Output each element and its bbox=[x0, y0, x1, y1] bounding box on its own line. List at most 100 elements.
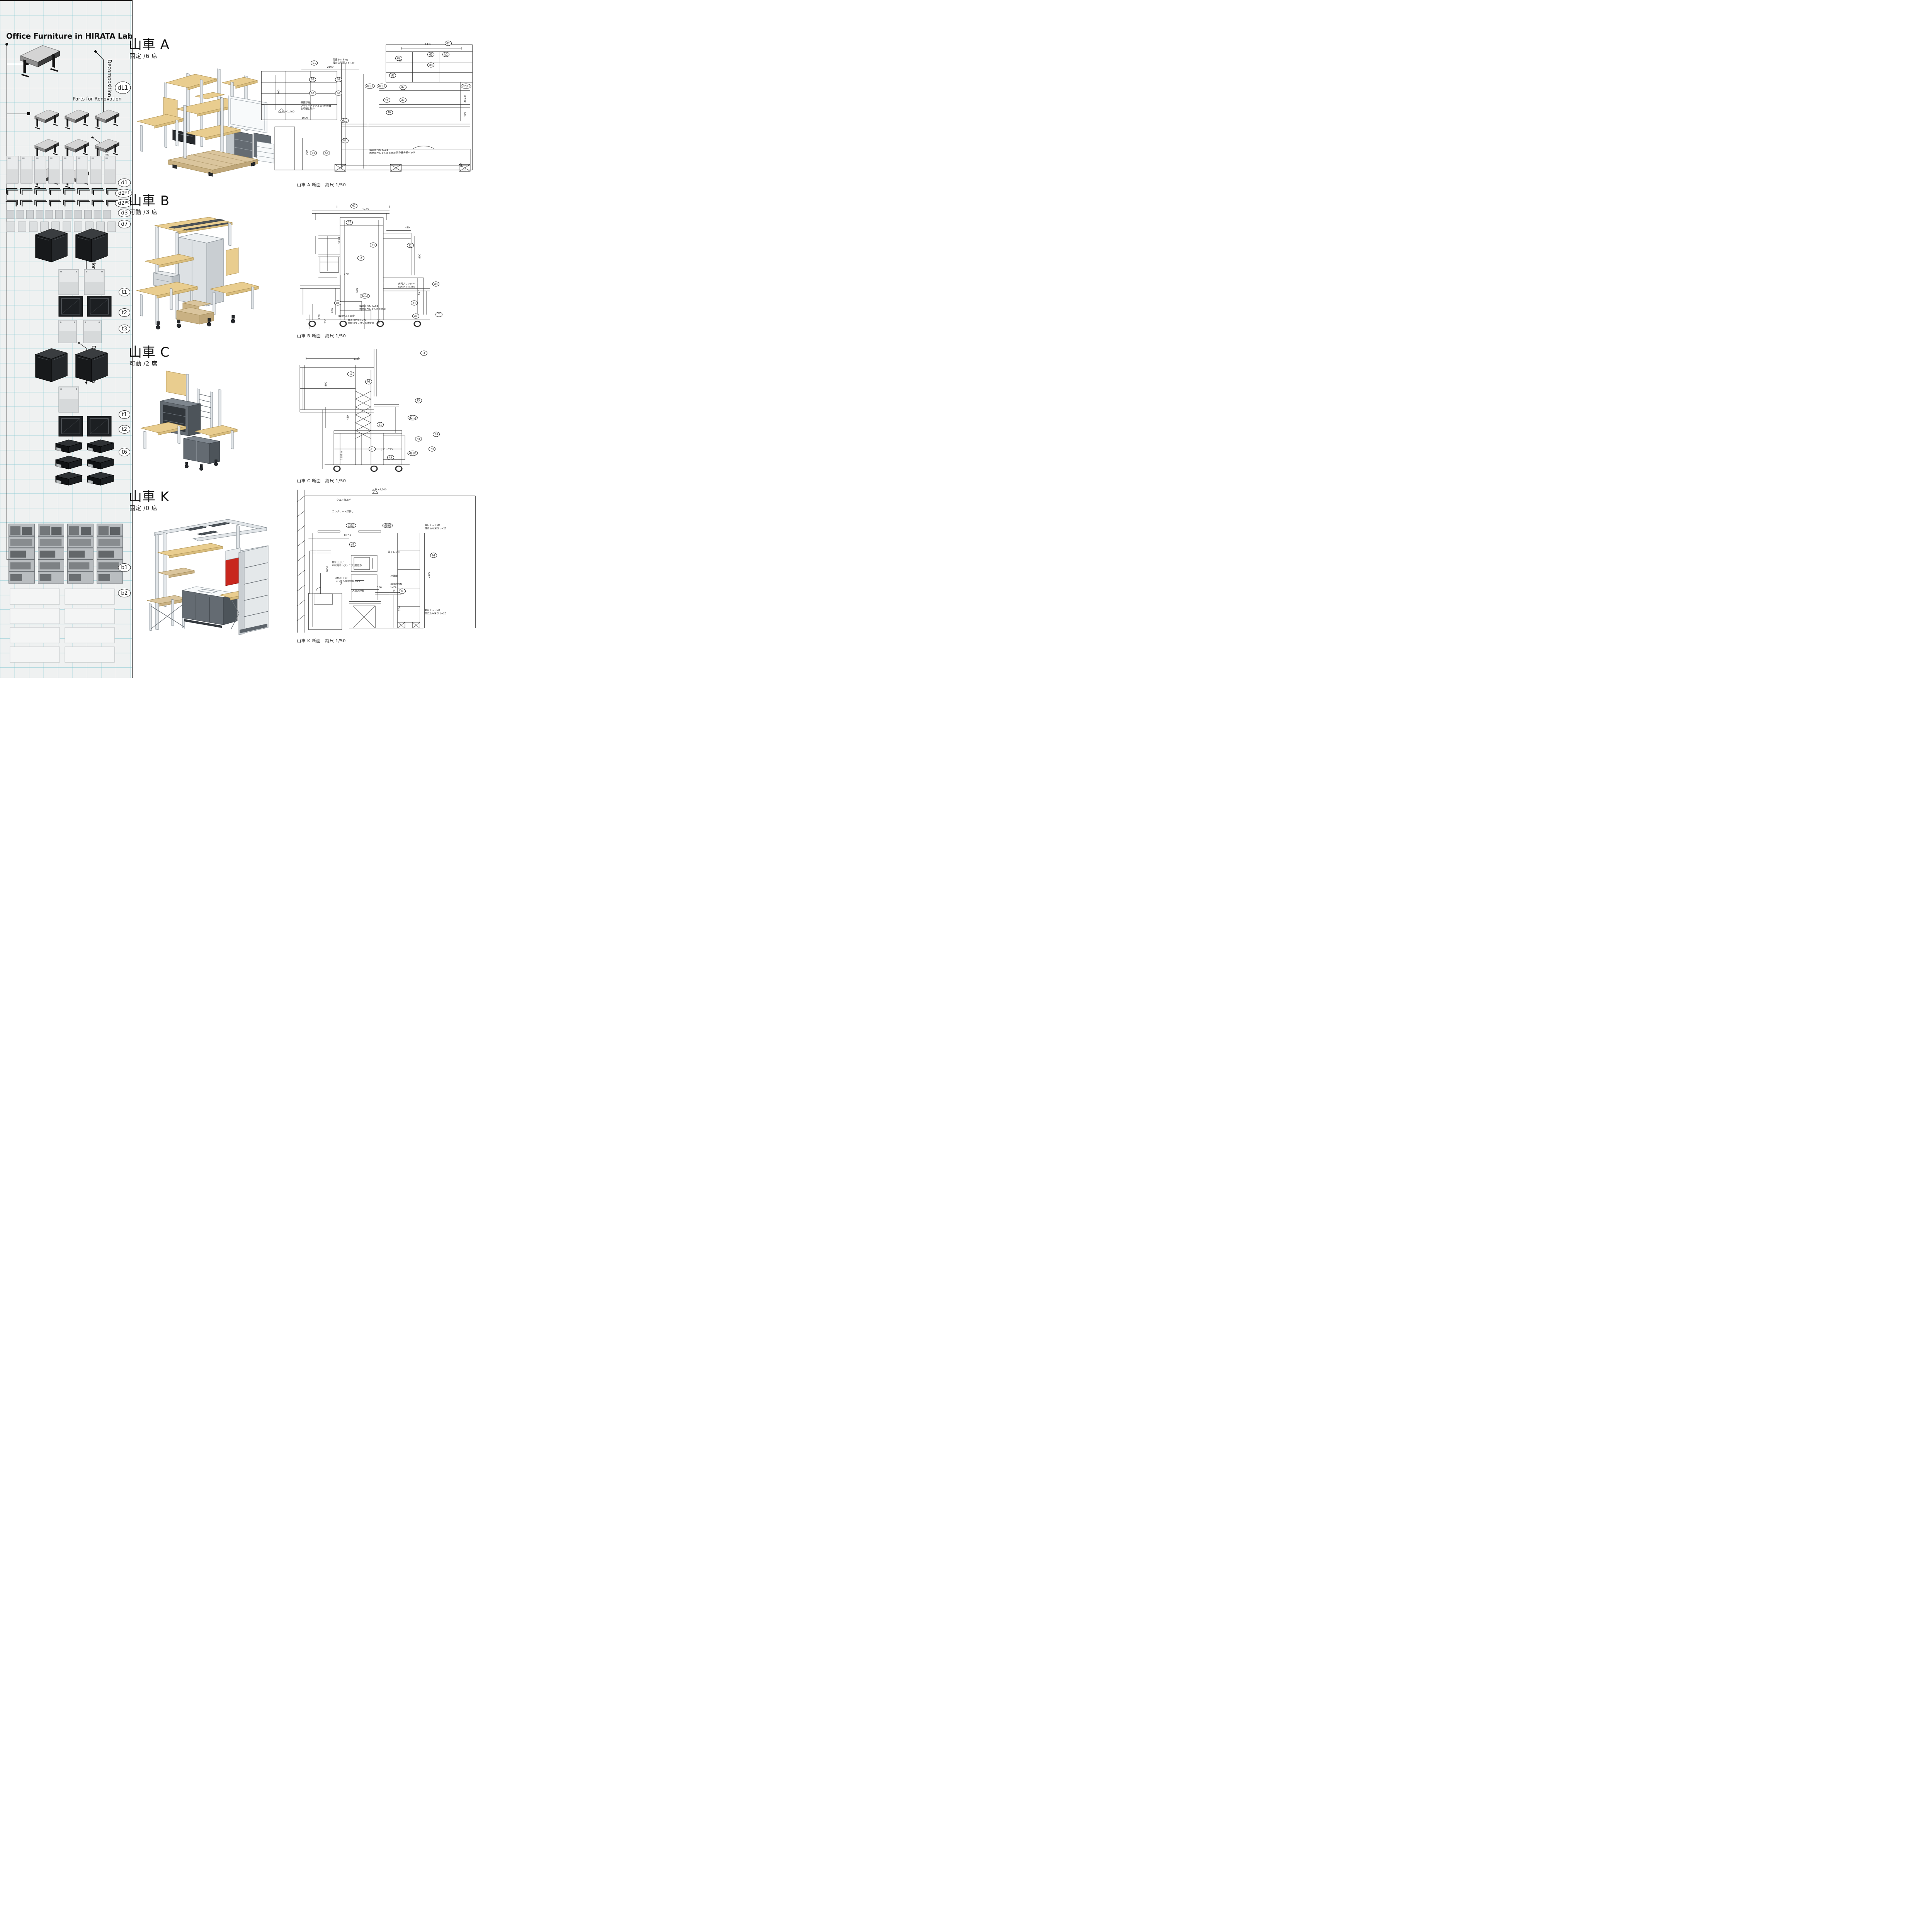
part-label: d7 bbox=[118, 220, 131, 228]
callout-label: t2 bbox=[347, 371, 355, 377]
callout-label: d7 bbox=[399, 97, 407, 103]
callout-label: b2 bbox=[309, 90, 316, 96]
callout-label: t1 bbox=[398, 588, 406, 594]
section-b-cad-lines bbox=[294, 199, 448, 330]
section-k-cad-lines bbox=[294, 487, 479, 636]
part-label: dL1 bbox=[115, 82, 131, 94]
dimension-label: 1000 bbox=[301, 116, 308, 119]
annotation-text: 折り畳み式ベッド bbox=[396, 151, 416, 154]
callout-label: d2(R) bbox=[461, 83, 471, 89]
dimension-label: 1435 bbox=[425, 43, 432, 46]
callout-label: d3 bbox=[427, 52, 435, 57]
callout-label: t3 bbox=[415, 398, 422, 403]
section-c-title: 山車 C bbox=[129, 345, 170, 360]
callout-label: d1 bbox=[377, 422, 384, 427]
part-label: t1 bbox=[119, 288, 130, 296]
callout-label: t3 bbox=[383, 97, 390, 103]
part-label: t2 bbox=[119, 425, 130, 434]
callout-label: d2(R) bbox=[407, 451, 418, 456]
part-label: d2(L) bbox=[115, 189, 133, 197]
callout-label: d2(L) bbox=[376, 83, 387, 89]
annotation-text: 耐水仕上げ: メラミン化粧合板 t=5 bbox=[335, 577, 360, 583]
callout-label: d2(L) bbox=[407, 415, 418, 420]
callout-label: t3 bbox=[387, 455, 395, 460]
section-a-caption: 山車 A 断面 縮尺 1/50 bbox=[297, 182, 346, 187]
callout-label: d3 bbox=[415, 436, 422, 442]
part-label: t6 bbox=[119, 448, 130, 456]
callout-label: d7 bbox=[346, 220, 353, 225]
annotation-text: 大判プリンター canon TM-250 bbox=[398, 282, 415, 289]
part-label: t2 bbox=[119, 308, 130, 317]
callout-label: dL1 bbox=[340, 118, 349, 123]
callout-label: b2 bbox=[309, 77, 316, 82]
callout-label: b1 bbox=[370, 242, 377, 248]
annotation-text: 電子レンジ bbox=[388, 551, 400, 554]
annotation-text: △ FL+3,200 bbox=[372, 488, 387, 492]
dimension-label: 1187 bbox=[353, 357, 360, 361]
callout-label: d1 bbox=[334, 300, 341, 306]
annotation-text: 人造大理石 bbox=[352, 589, 364, 592]
section-a-title: 山車 A bbox=[129, 37, 170, 53]
section-k-render bbox=[146, 519, 269, 635]
section-c-caption: 山車 C 断面 縮尺 1/50 bbox=[297, 478, 346, 483]
part-label: b1 bbox=[118, 563, 131, 572]
callout-label: d2(L) bbox=[359, 293, 370, 299]
section-c-render bbox=[140, 371, 238, 471]
dimension-label: 440 bbox=[396, 59, 402, 63]
section-a-subtitle: 固定 /6 席 bbox=[129, 53, 158, 60]
callout-label: d1 bbox=[369, 446, 376, 452]
section-a-render bbox=[137, 68, 274, 177]
callout-label: b2 bbox=[365, 379, 373, 384]
annotation-text: 冷蔵庫 bbox=[390, 575, 398, 578]
section-c-subtitle: 可動 /2 席 bbox=[129, 360, 158, 367]
callout-label: b2 bbox=[335, 77, 342, 82]
section-b-annotations: 大判プリンター canon TM-250 構造用合板 t=24 木材用ウレタンニス… bbox=[294, 199, 448, 330]
annotation-text: 棚受部材: ワイヤーメッシュ150mm目 を切断し製作 bbox=[300, 101, 331, 111]
flow-connector-1 bbox=[26, 62, 29, 65]
callout-label: d3 bbox=[432, 281, 439, 287]
part-label: b2 bbox=[118, 589, 131, 597]
annotation-text: 耐水仕上げ: 木材用ウレタンニス2度塗り bbox=[332, 561, 362, 567]
annotation-text: 鬼目ナットM8 埋め込み深さ d=20 bbox=[424, 609, 446, 615]
callout-label: t1 bbox=[420, 350, 428, 356]
callout-label: d1 bbox=[411, 300, 418, 306]
part-label: t1 bbox=[119, 410, 130, 419]
section-k-caption: 山車 K 断面 縮尺 1/50 bbox=[297, 638, 346, 643]
poster-page: Office Furniture in HIRATA Lab Decomposi… bbox=[0, 0, 479, 678]
annotation-text: 構造用合板 t=24 木材用ウレタンニス塗装 bbox=[369, 149, 396, 155]
callout-label: b1 bbox=[311, 60, 318, 66]
part-label: d1 bbox=[118, 179, 131, 187]
callout-label: c3 bbox=[429, 446, 436, 452]
annotation-text: コンクリート打放し bbox=[332, 510, 354, 513]
section-k-subtitle: 固定 /0 席 bbox=[129, 505, 158, 512]
callout-label: d3 bbox=[427, 62, 435, 68]
callout-label: d7 bbox=[399, 85, 407, 90]
section-c-cad-lines bbox=[294, 344, 448, 472]
callout-label: d2(L) bbox=[364, 83, 375, 89]
annotation-text: 構造用合板 t=24 bbox=[390, 583, 403, 589]
section-k-title: 山車 K bbox=[129, 489, 170, 505]
callout-label: t6 bbox=[386, 110, 393, 115]
callout-label: b2 bbox=[442, 52, 450, 57]
section-b-caption: 山車 B 断面 縮尺 1/50 bbox=[297, 333, 346, 338]
part-label: d3 bbox=[118, 209, 131, 217]
callout-label: d7 bbox=[412, 313, 419, 319]
callout-label: t2 bbox=[323, 150, 330, 156]
annotation-text: 構造用合板 t=24 木材用ウレタンニス塗装 bbox=[347, 319, 374, 325]
section-c-annotations: ▽ FL+723 bbox=[294, 344, 448, 475]
callout-label: d3 bbox=[389, 73, 396, 78]
callout-label: d2(R) bbox=[382, 523, 393, 528]
callout-label: d7 bbox=[444, 41, 452, 46]
dimension-label: 566 bbox=[377, 586, 382, 589]
dimension-label: 2100 bbox=[327, 65, 334, 69]
